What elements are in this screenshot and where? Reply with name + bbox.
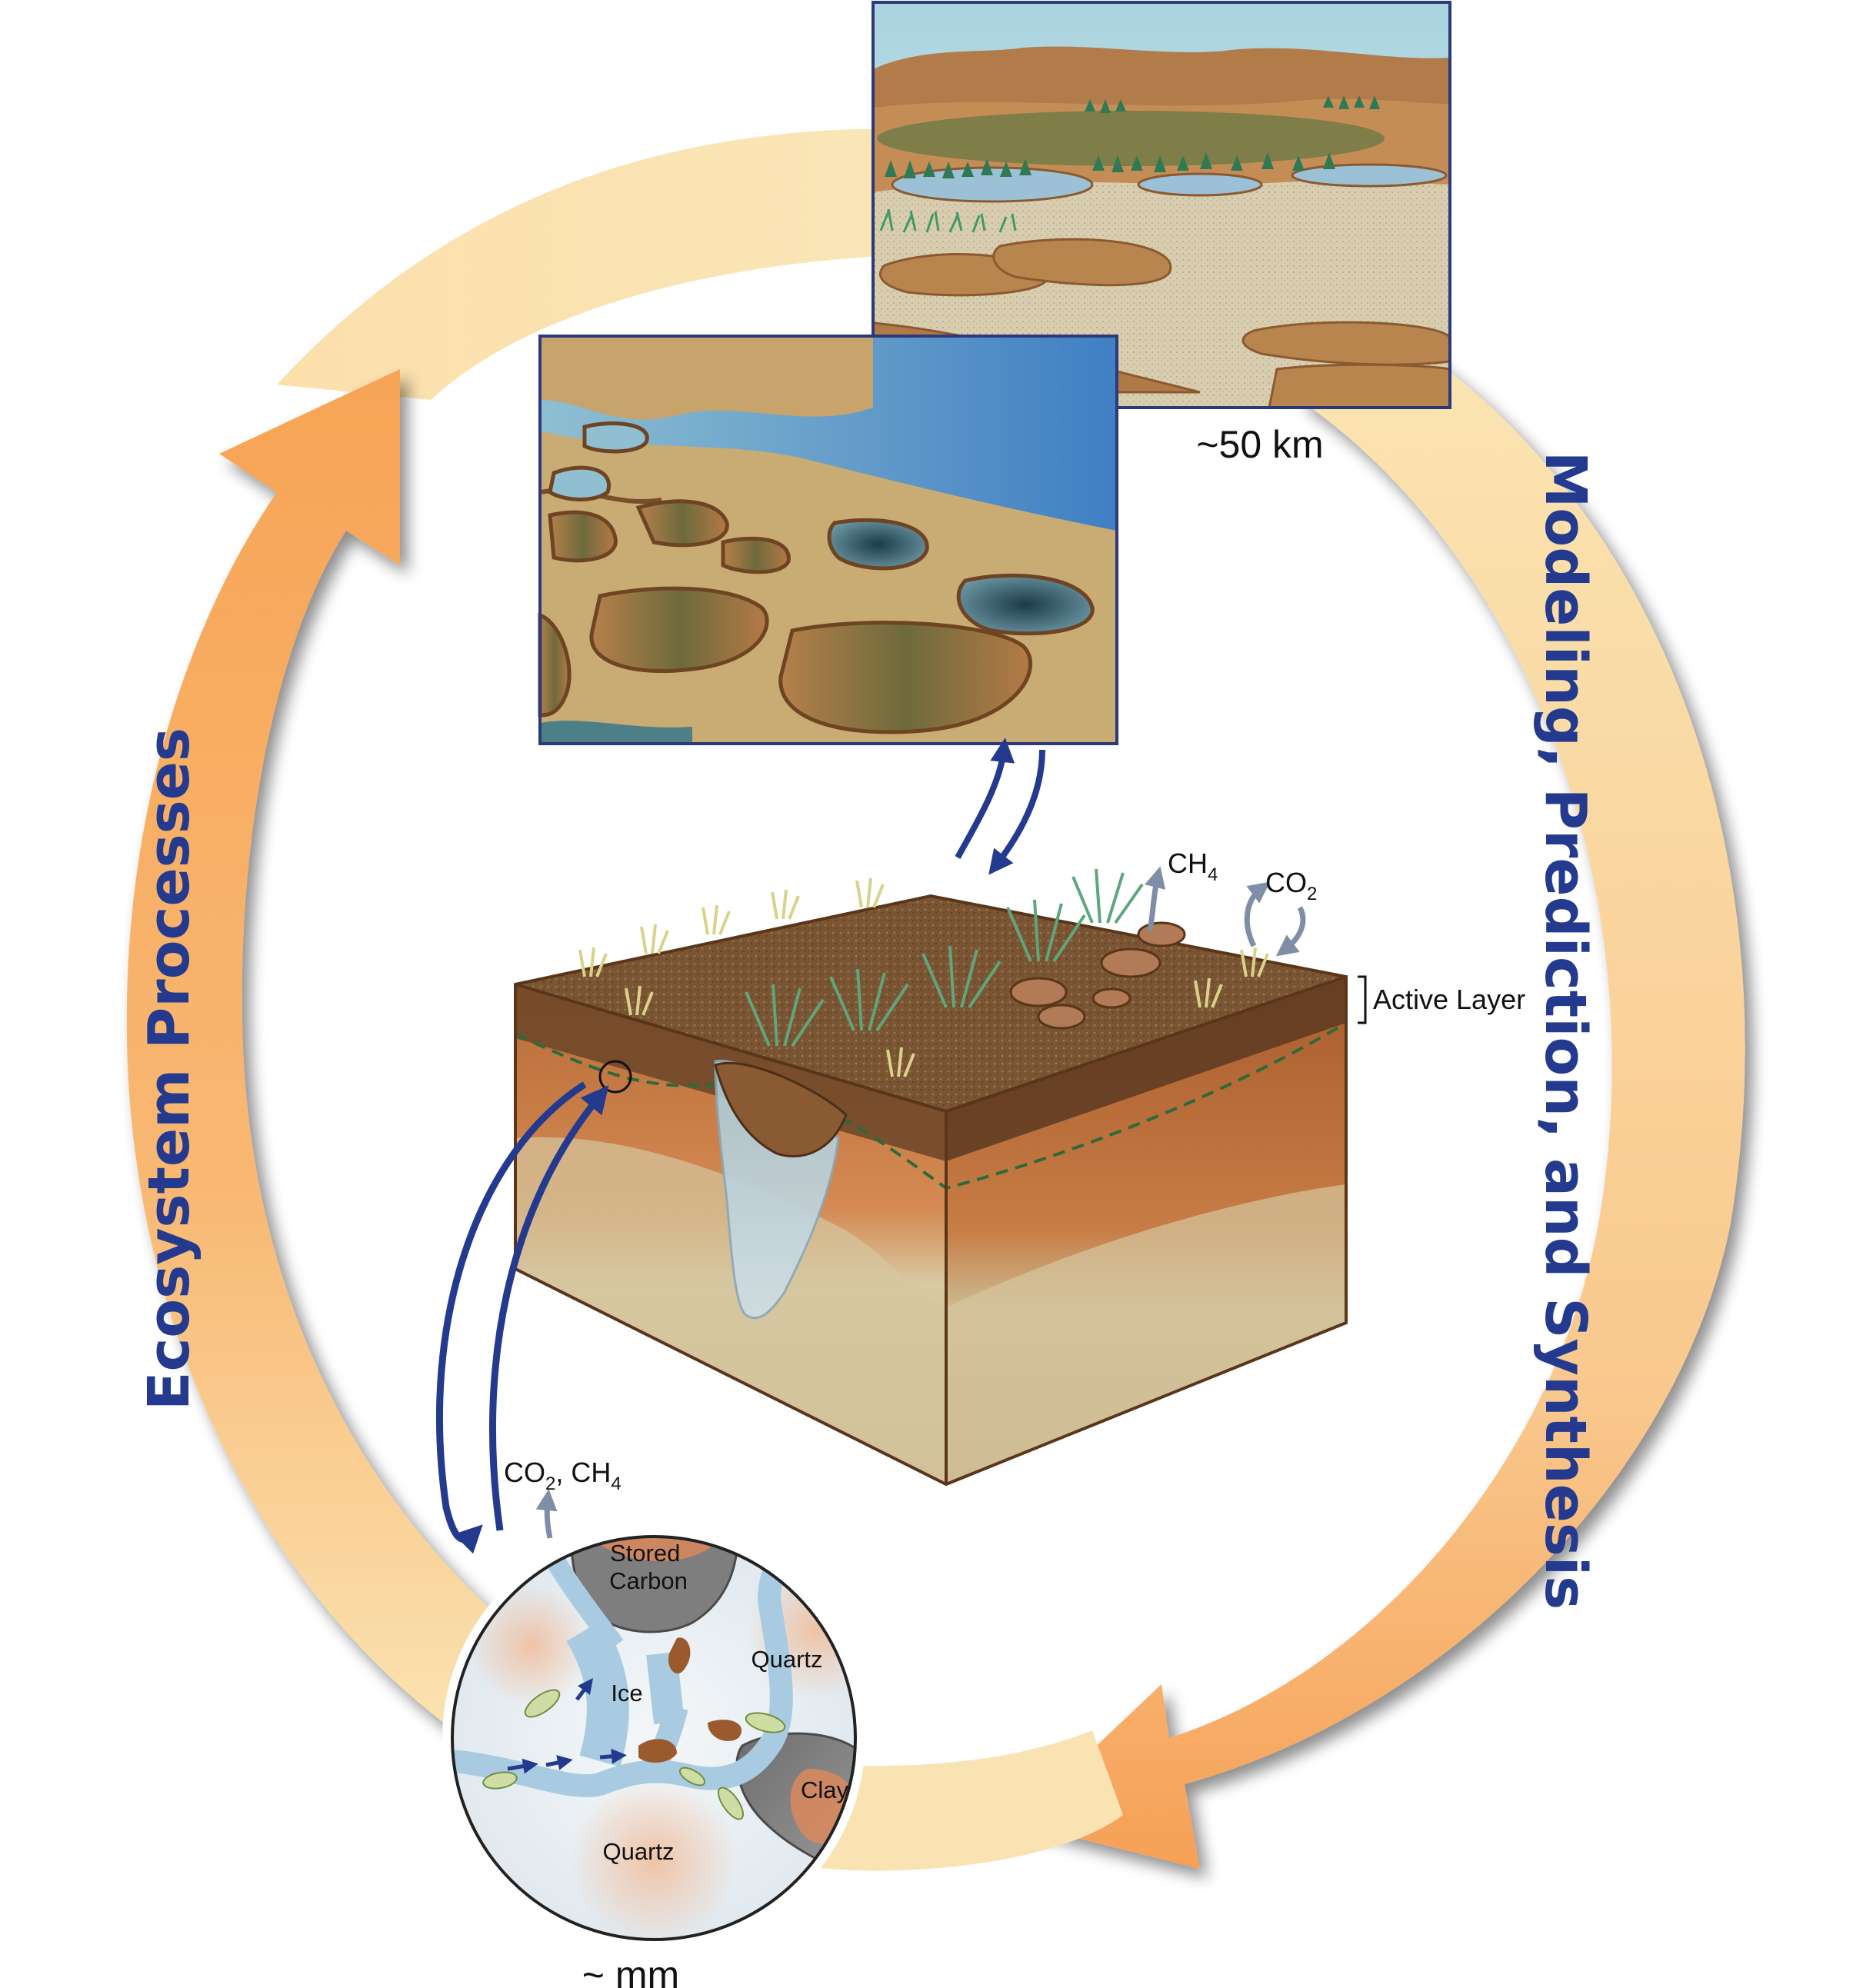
cycle-left-label: Ecosystem Processes (136, 728, 202, 1410)
cycle-arrow-right (1015, 300, 1745, 1869)
pore-scale-circle (442, 1489, 865, 1950)
soil-block (514, 868, 1348, 1487)
zoom-link-arrows (435, 1081, 609, 1554)
gas-flux-arrows (1145, 866, 1306, 957)
active-layer-bracket (1358, 975, 1367, 1024)
landscape-scale-label: ~50 km (1196, 423, 1323, 466)
polygon-pond (956, 573, 1095, 636)
polygon-pond (635, 499, 729, 548)
pore-gas-label: CO2, CH4 (504, 1457, 622, 1494)
polygon-pond (538, 612, 572, 718)
cycle-arrow-left (126, 369, 523, 1730)
active-layer-label: Active Layer (1373, 984, 1525, 1015)
sample-point-marker (598, 1060, 632, 1094)
quartz-top-label: Quartz (751, 1646, 822, 1673)
cycle-right-label: Modeling, Prediction, and Synthesis (1532, 451, 1598, 1610)
stored-carbon-label: Stored Carbon (609, 1540, 688, 1594)
polygon-tundra-panel (538, 335, 1118, 745)
polygon-pond (582, 421, 649, 454)
ice-label: Ice (611, 1680, 642, 1707)
polygon-pond (721, 536, 791, 574)
clay-label: Clay (801, 1777, 849, 1803)
polygon-pond (827, 518, 929, 571)
cycle-arrow-top-band (277, 128, 961, 400)
quartz-bottom-label: Quartz (602, 1838, 674, 1865)
co2-label-surface: CO2 (1265, 867, 1317, 904)
ch4-label: CH4 (1168, 847, 1218, 885)
pore-scale-label: ~ mm (582, 1953, 679, 1988)
active-layer-boundary (515, 1021, 1348, 1190)
polygon-pond (548, 465, 612, 501)
polygon-pond (778, 621, 1032, 734)
polygon-pond (548, 510, 618, 563)
polygon-pond (589, 586, 769, 673)
scale-link-arrows (955, 738, 1045, 875)
